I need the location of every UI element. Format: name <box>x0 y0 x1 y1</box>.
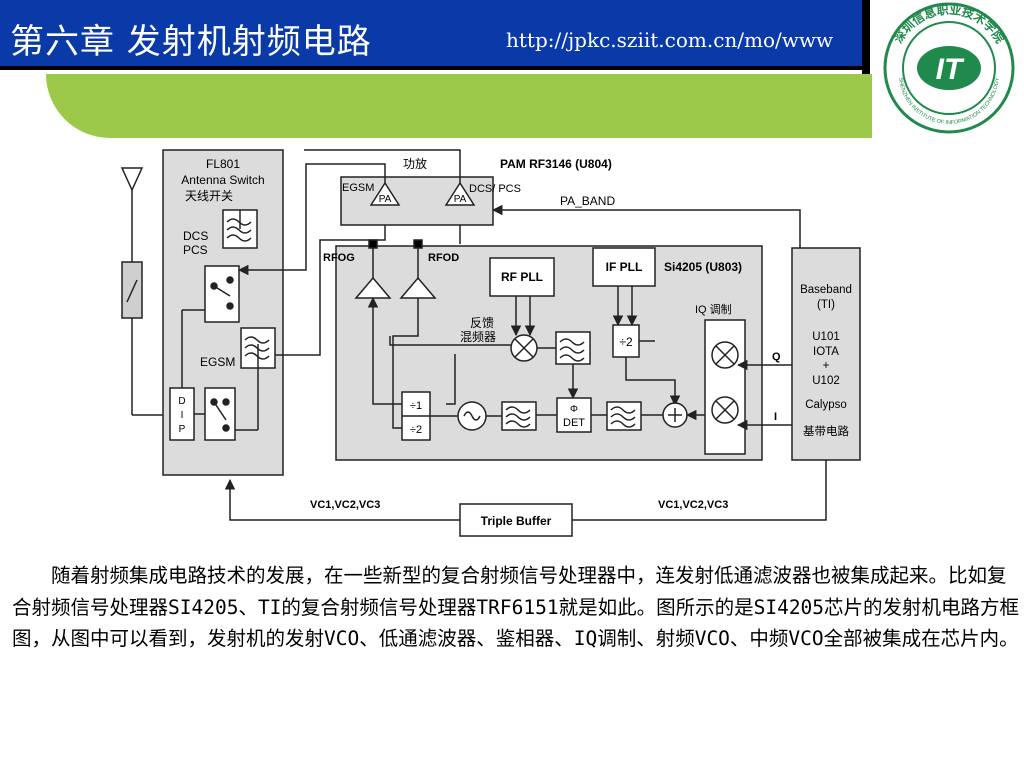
slide-title: 第六章 发射机射频电路 <box>10 22 372 62</box>
svg-text:÷1: ÷1 <box>410 400 422 412</box>
pa-band-label: PA_BAND <box>560 194 615 208</box>
dip-switch <box>204 387 236 441</box>
transmitter-block-diagram: FL801 Antenna Switch 天线开关 DCS PCS EGSM D… <box>110 140 880 550</box>
iq-mod-label: IQ 调制 <box>695 303 732 316</box>
svg-text:PA: PA <box>379 194 392 205</box>
svg-text:Triple Buffer: Triple Buffer <box>481 514 552 528</box>
antenna-icon <box>120 167 144 262</box>
svg-text:÷2: ÷2 <box>410 424 422 436</box>
dcs-pcs-pa-label: DCS/ PCS <box>469 183 521 195</box>
fl801-label: FL801 <box>206 157 240 171</box>
svg-text:Calypso: Calypso <box>805 399 847 411</box>
vc-left-label: VC1,VC2,VC3 <box>310 499 380 511</box>
pa-cn-label: 功放 <box>403 156 427 171</box>
egsm-left-label: EGSM <box>200 355 235 369</box>
svg-text:P: P <box>179 424 186 435</box>
rfod-label: RFOD <box>428 252 459 264</box>
mixer-filter-icon <box>555 331 591 365</box>
triple-buffer-box <box>459 503 573 537</box>
dcs-pcs-switch <box>204 265 240 323</box>
antenna-switch-label: Antenna Switch <box>181 173 264 187</box>
pa-egsm-amp-icon <box>369 181 401 206</box>
title-bar: 第六章 发射机射频电路 http://jpkc.sziit.com.cn/mo/… <box>0 0 862 70</box>
logo-letters: IT <box>936 53 965 86</box>
q-label: Q <box>772 351 781 363</box>
svg-text:IF PLL: IF PLL <box>606 260 643 274</box>
svg-text:D: D <box>178 396 185 407</box>
dcs-label: DCS <box>183 229 208 243</box>
feedback-mixer-label-1: 反馈 <box>470 316 494 330</box>
green-decor-band <box>46 74 872 138</box>
if-pll-box <box>592 247 656 287</box>
svg-text:(TI): (TI) <box>817 299 835 311</box>
pa-dcs-amp-icon <box>444 181 476 206</box>
antenna-switch-cn-label: 天线开关 <box>185 189 233 203</box>
logo-emblem-icon: 深圳信息职业技术学院 SHENZHEN INSTITUTE OF INFORMA… <box>883 2 1015 134</box>
pcs-label: PCS <box>183 243 208 257</box>
svg-text:IOTA: IOTA <box>813 346 839 358</box>
diagram-graphics: FL801 Antenna Switch 天线开关 DCS PCS EGSM D… <box>120 149 861 537</box>
pam-label: PAM RF3146 (U804) <box>500 157 612 171</box>
iq-modulator-box <box>704 319 746 455</box>
vc-right-label: VC1,VC2,VC3 <box>658 499 728 511</box>
rf-pll-box <box>489 257 555 297</box>
svg-text:I: I <box>181 410 184 421</box>
i-label: I <box>774 411 777 423</box>
svg-text:+: + <box>823 360 830 372</box>
title-bar-shadow <box>862 0 870 74</box>
svg-text:基带电路: 基带电路 <box>803 424 849 438</box>
phase-detector-box <box>556 397 592 433</box>
feedback-mixer-label-2: 混频器 <box>460 330 496 344</box>
switch-icon <box>126 279 138 303</box>
si4205-label: Si4205 (U803) <box>664 260 742 274</box>
svg-text:Baseband: Baseband <box>800 284 852 296</box>
svg-text:U102: U102 <box>812 375 840 387</box>
rfog-label: RFOG <box>323 252 355 264</box>
iq-filter-icon <box>606 401 642 431</box>
school-logo: 深圳信息职业技术学院 SHENZHEN INSTITUTE OF INFORMA… <box>874 0 1024 138</box>
det-filter-icon <box>501 401 537 431</box>
diagram-canvas: FL801 Antenna Switch 天线开关 DCS PCS EGSM D… <box>120 149 861 537</box>
svg-text:÷2: ÷2 <box>619 335 633 349</box>
egsm-pa-label: EGSM <box>342 182 374 194</box>
description-text: 随着射频集成电路技术的发展，在一些新型的复合射频信号处理器中，连发射低通滤波器也… <box>12 560 1020 655</box>
description-paragraph: 随着射频集成电路技术的发展，在一些新型的复合射频信号处理器中，连发射低通滤波器也… <box>12 564 1020 650</box>
svg-text:U101: U101 <box>812 331 840 343</box>
svg-text:RF PLL: RF PLL <box>501 270 543 284</box>
svg-text:PA: PA <box>454 194 467 205</box>
svg-text:DET: DET <box>563 417 585 429</box>
course-url[interactable]: http://jpkc.sziit.com.cn/mo/www <box>506 28 834 52</box>
dip-box <box>169 387 195 441</box>
svg-text:Φ: Φ <box>570 404 578 415</box>
